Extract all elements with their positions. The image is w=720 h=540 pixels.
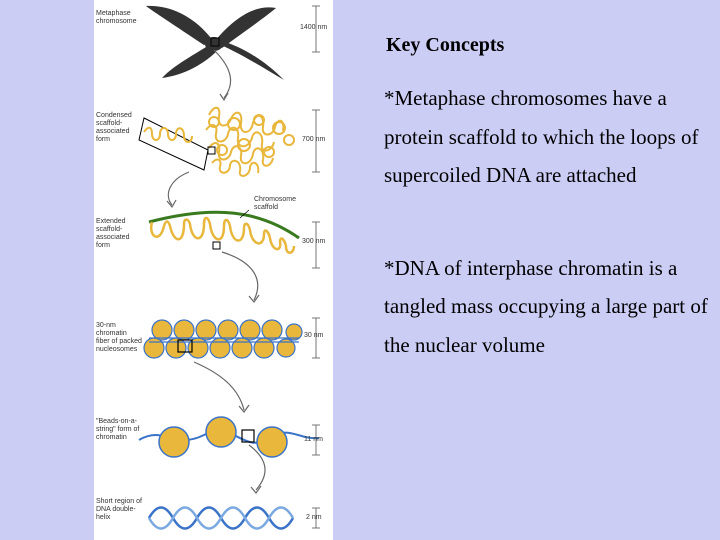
metaphase-label: Metaphase chromosome bbox=[96, 10, 137, 25]
scale-30nm: 30 nm bbox=[304, 332, 324, 339]
scale-300nm: 300 nm bbox=[302, 238, 326, 245]
chromosome-scaffold-label: Chromosome scaffold bbox=[254, 196, 297, 211]
arrow-5 bbox=[248, 444, 266, 491]
beads-on-string bbox=[138, 416, 320, 458]
arrow-4 bbox=[193, 361, 245, 411]
extended-label: Extended scaffold-associated form bbox=[96, 218, 130, 249]
arrow-3 bbox=[221, 251, 259, 301]
condensed-label: Condensed scaffold-associated form bbox=[96, 112, 132, 143]
zoom-box bbox=[138, 117, 209, 171]
scale-bars bbox=[312, 5, 320, 529]
extended-loops bbox=[149, 216, 296, 254]
fiber-label: 30-nm chromatin fiber of packed nucleoso… bbox=[96, 322, 142, 353]
arrow-2 bbox=[167, 171, 190, 206]
key-concepts-title: Key Concepts bbox=[386, 34, 505, 56]
condensed-loops bbox=[205, 106, 295, 177]
metaphase-chromosome-shape bbox=[146, 5, 284, 80]
beads-label: "Beads-on-a-string" form of chromatin bbox=[96, 418, 140, 441]
concept-metaphase-paragraph: *Metaphase chromosomes have a protein sc… bbox=[384, 86, 699, 187]
chromatin-fiber bbox=[143, 319, 303, 359]
scale-1400nm: 1400 nm bbox=[300, 24, 328, 31]
concept-interphase-paragraph: *DNA of interphase chromatin is a tangle… bbox=[384, 255, 708, 357]
scale-11nm: 11 nm bbox=[304, 436, 323, 443]
arrow-1 bbox=[213, 49, 232, 99]
scale-700nm: 700 nm bbox=[302, 136, 326, 143]
dna-double-helix bbox=[147, 506, 295, 530]
scale-2nm: 2 nm bbox=[306, 514, 322, 521]
short-region-label: Short region of DNA double-helix bbox=[96, 498, 142, 521]
scaffold-line bbox=[148, 210, 300, 240]
chromatin-packing-illustration bbox=[138, 5, 320, 530]
chromatin-packing-figure: Metaphase chromosome Condensed scaffold-… bbox=[94, 0, 333, 540]
key-concepts-panel: Key Concepts *Metaphase chromosomes have… bbox=[384, 34, 714, 364]
